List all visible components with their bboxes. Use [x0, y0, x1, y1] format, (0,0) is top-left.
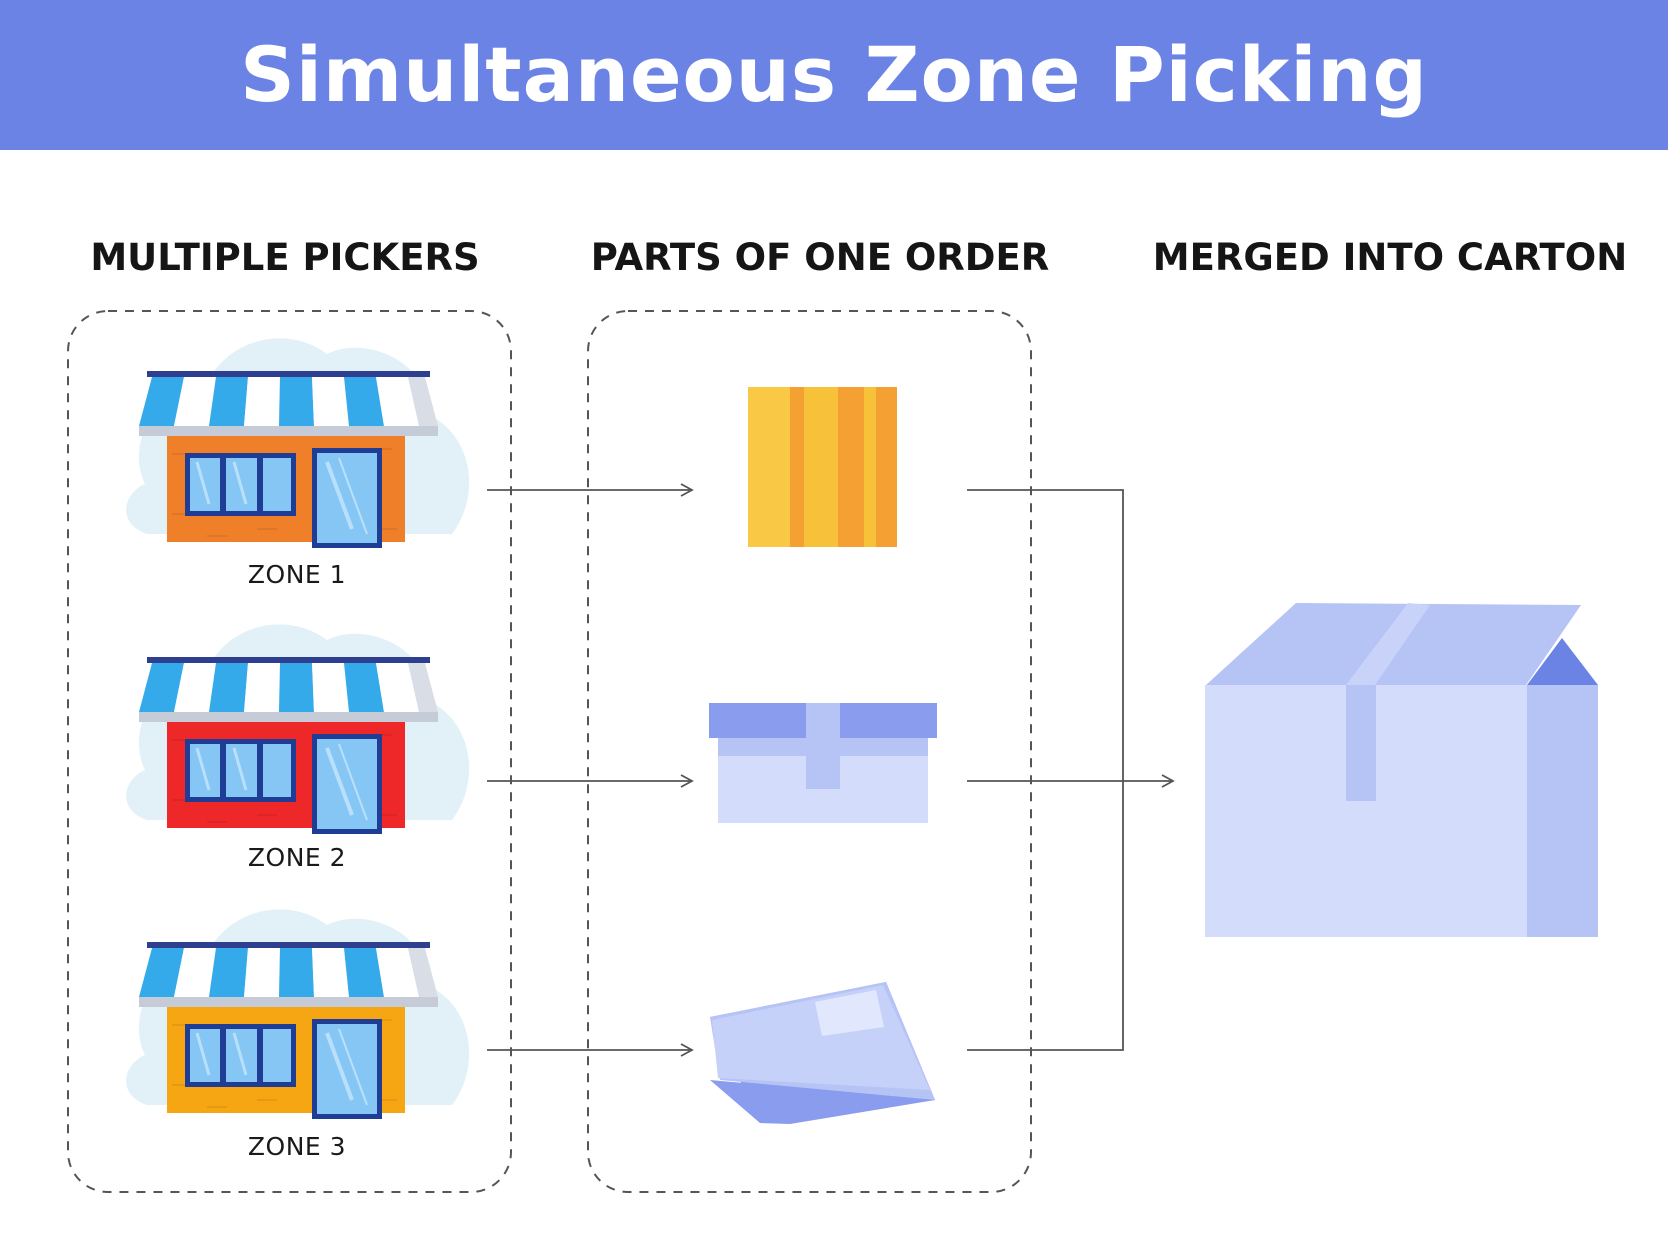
flat-package-icon [710, 982, 935, 1124]
pickers-group-box [67, 310, 512, 1193]
zone-3-label: ZONE 3 [247, 1132, 347, 1161]
parcel-box-icon [709, 703, 937, 823]
page-title: Simultaneous Zone Picking [240, 30, 1428, 119]
shop-zone-1-icon [126, 338, 470, 548]
heading-multiple-pickers: MULTIPLE PICKERS [90, 236, 480, 279]
yellow-box-icon [748, 387, 897, 547]
shop-zone-3-icon [126, 909, 470, 1119]
merge-connector [967, 489, 1124, 1051]
carton-box-icon [1205, 603, 1598, 937]
heading-parts-of-one-order: PARTS OF ONE ORDER [590, 236, 1050, 279]
parts-group-box [587, 310, 1032, 1193]
zone-1-label: ZONE 1 [247, 560, 347, 589]
zone-2-label: ZONE 2 [247, 843, 347, 872]
heading-merged-into-carton: MERGED INTO CARTON [1152, 236, 1628, 279]
shop-zone-2-icon [126, 624, 470, 834]
header-banner [0, 0, 1668, 150]
